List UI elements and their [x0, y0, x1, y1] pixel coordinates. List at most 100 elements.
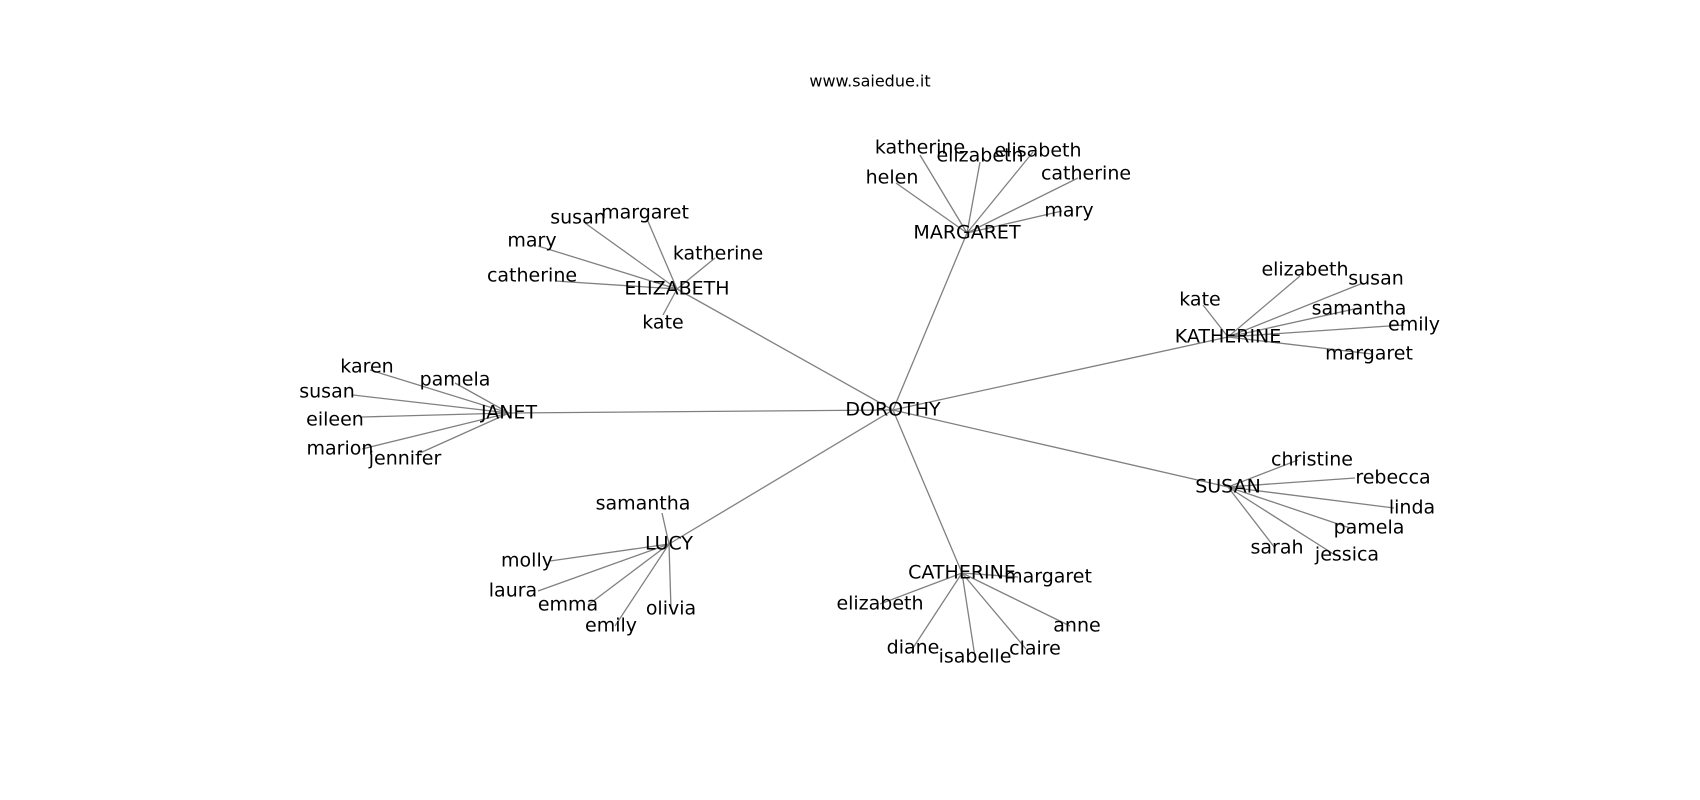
- edge-lucy-emily: [614, 543, 670, 627]
- edge-janet-marion: [361, 412, 510, 450]
- leaf-node-katherine-kate: kate: [1179, 289, 1220, 311]
- leaf-node-catherine-diane: diane: [887, 637, 940, 659]
- edge-root-susan: [892, 409, 1229, 488]
- leaf-node-janet-pamela: pamela: [420, 369, 491, 391]
- edge-lucy-olivia: [668, 543, 672, 610]
- edge-margaret-mary: [966, 210, 1063, 234]
- leaf-node-janet-susan: susan: [299, 381, 355, 403]
- edge-elizabeth-margaret: [646, 218, 678, 290]
- leaf-node-margaret-elizabeth: elizabeth: [936, 145, 1023, 167]
- edge-susan-linda: [1227, 486, 1395, 509]
- leaf-node-elizabeth-susan: susan: [550, 207, 606, 229]
- edge-root-catherine: [892, 409, 963, 574]
- leaf-node-catherine-anne: anne: [1053, 615, 1100, 637]
- edge-elizabeth-mary: [537, 245, 678, 290]
- leaf-node-lucy-olivia: olivia: [646, 598, 696, 620]
- hub-node-margaret: MARGARET: [913, 222, 1021, 244]
- leaf-node-susan-sarah: sarah: [1250, 537, 1303, 559]
- leaf-node-susan-linda: linda: [1389, 497, 1435, 519]
- leaf-node-lucy-samantha: samantha: [596, 493, 691, 515]
- edge-margaret-katherine: [919, 154, 968, 234]
- edge-janet-susan: [352, 394, 510, 414]
- leaf-node-katherine-elizabeth: elizabeth: [1261, 259, 1348, 281]
- hub-node-elizabeth: ELIZABETH: [624, 278, 729, 300]
- edge-janet-eileen: [361, 412, 510, 418]
- edge-root-margaret: [892, 232, 968, 411]
- edge-margaret-elisabeth: [966, 151, 1034, 234]
- edge-elizabeth-katherine: [676, 257, 716, 290]
- leaf-node-lucy-emma: emma: [538, 594, 598, 616]
- leaf-node-margaret-catherine: catherine: [1041, 163, 1131, 185]
- edge-catherine-margaret: [961, 572, 1019, 578]
- edge-catherine-elizabeth: [879, 572, 963, 605]
- edge-lucy-laura: [537, 543, 670, 592]
- leaf-node-susan-pamela: pamela: [1334, 517, 1405, 539]
- edge-catherine-diane: [912, 572, 963, 649]
- edge-susan-sarah: [1227, 486, 1276, 549]
- leaf-node-elizabeth-mary: mary: [507, 230, 556, 252]
- leaf-node-margaret-elisabeth: elisabeth: [994, 140, 1081, 162]
- edge-margaret-catherine: [966, 177, 1079, 234]
- leaf-node-catherine-isabelle: isabelle: [939, 646, 1012, 668]
- leaf-node-catherine-margaret: margaret: [1004, 566, 1092, 588]
- edge-root-katherine: [892, 336, 1229, 411]
- leaf-node-margaret-katherine: katherine: [875, 137, 965, 159]
- edge-elizabeth-catherine: [554, 280, 678, 290]
- edge-catherine-claire: [961, 572, 1027, 650]
- leaf-node-lucy-laura: laura: [489, 580, 537, 602]
- edge-margaret-helen: [895, 182, 968, 234]
- edge-root-janet: [508, 409, 894, 414]
- edge-susan-pamela: [1227, 486, 1351, 529]
- leaf-node-katherine-margaret: margaret: [1325, 343, 1413, 365]
- leaf-node-katherine-samantha: samantha: [1312, 298, 1407, 320]
- leaf-node-elizabeth-kate: kate: [642, 312, 683, 334]
- hub-node-catherine: CATHERINE: [908, 562, 1016, 584]
- leaf-node-catherine-elizabeth: elizabeth: [836, 593, 923, 615]
- root-node-label: DOROTHY: [845, 399, 941, 421]
- edge-lucy-samantha: [661, 512, 670, 545]
- edge-lucy-molly: [549, 543, 670, 562]
- leaf-node-elizabeth-margaret: margaret: [601, 202, 689, 224]
- leaf-node-janet-marion: marion: [307, 438, 374, 460]
- leaf-node-catherine-claire: claire: [1009, 638, 1061, 660]
- edge-susan-rebecca: [1227, 477, 1356, 488]
- leaf-node-katherine-susan: susan: [1348, 268, 1404, 290]
- edge-katherine-elizabeth: [1227, 275, 1301, 338]
- edge-katherine-margaret: [1227, 336, 1373, 355]
- edge-janet-karen: [369, 369, 510, 414]
- hub-node-katherine: KATHERINE: [1175, 326, 1282, 348]
- hub-node-susan: SUSAN: [1195, 476, 1261, 498]
- leaf-node-susan-christine: christine: [1271, 449, 1353, 471]
- leaf-node-margaret-helen: helen: [866, 167, 919, 189]
- leaf-node-elizabeth-catherine: catherine: [487, 265, 577, 287]
- leaf-node-janet-eileen: eileen: [306, 409, 364, 431]
- leaf-node-katherine-emily: emily: [1388, 314, 1440, 336]
- edge-katherine-emily: [1227, 324, 1405, 338]
- edge-root-elizabeth: [676, 288, 894, 411]
- edge-catherine-isabelle: [961, 572, 976, 658]
- edge-catherine-anne: [961, 572, 1071, 627]
- hub-node-lucy: LUCY: [645, 533, 693, 555]
- leaf-node-margaret-mary: mary: [1044, 200, 1093, 222]
- leaf-node-elizabeth-katherine: katherine: [673, 243, 763, 265]
- graph-title: www.saiedue.it: [809, 72, 930, 91]
- edge-root-lucy: [668, 409, 894, 545]
- edge-katherine-susan: [1227, 282, 1364, 338]
- labels-layer: DOROTHYMARGARETkatherineelizabethelisabe…: [299, 137, 1440, 668]
- edge-lucy-emma: [587, 543, 670, 606]
- edge-janet-pamela: [454, 382, 510, 414]
- leaf-node-lucy-molly: molly: [501, 550, 553, 572]
- leaf-node-janet-jennifer: jennifer: [368, 448, 442, 470]
- leaf-node-susan-rebecca: rebecca: [1355, 467, 1430, 489]
- edge-janet-jennifer: [419, 412, 510, 454]
- edge-elizabeth-kate: [662, 288, 678, 316]
- edge-susan-jessica: [1227, 486, 1336, 556]
- hub-node-janet: JANET: [480, 402, 537, 424]
- leaf-node-lucy-emily: emily: [585, 615, 637, 637]
- leaf-node-susan-jessica: jessica: [1314, 544, 1379, 566]
- edges-layer: [352, 151, 1405, 658]
- edge-katherine-samantha: [1227, 307, 1360, 338]
- edge-susan-christine: [1227, 459, 1299, 488]
- edge-katherine-kate: [1202, 304, 1229, 338]
